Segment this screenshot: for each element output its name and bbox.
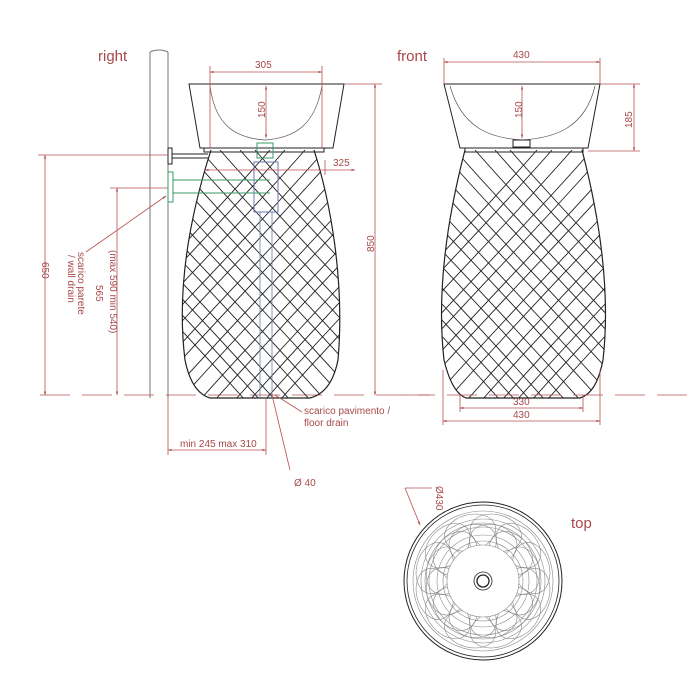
view-title-top: top xyxy=(571,515,592,532)
wall-drain-label-it: scarico parete xyxy=(75,252,86,315)
dimension-lines-front xyxy=(442,58,640,425)
wall-drain-label-en: / wall drain xyxy=(65,255,76,303)
dim-front-bowl-depth: 150 xyxy=(514,101,525,118)
front-view xyxy=(405,58,690,425)
dim-front-base-outer: 430 xyxy=(513,410,530,421)
lattice-body-front xyxy=(441,150,606,398)
floor-drain-label-it: scarico pavimento / xyxy=(304,406,391,417)
dim-front-basin-height: 185 xyxy=(624,111,635,128)
dim-right-bowl-depth: 150 xyxy=(257,101,268,118)
dim-right-total-height: 850 xyxy=(366,235,377,252)
dim-floor-to-outlet: 565 xyxy=(93,285,104,302)
floor-drain-pipe xyxy=(259,212,273,398)
dim-wall-distance: min 245 max 310 xyxy=(180,439,257,450)
dim-front-base-inner: 330 xyxy=(513,397,530,408)
dim-top-diameter: Ø430 xyxy=(433,486,444,511)
drain-hole xyxy=(473,571,493,591)
dim-right-waist-width: 325 xyxy=(333,158,350,169)
basin-right xyxy=(188,83,345,153)
view-title-right: right xyxy=(98,48,128,65)
wall xyxy=(149,49,169,398)
dim-right-basin-width: 305 xyxy=(255,60,272,71)
top-view xyxy=(403,487,563,661)
dim-floor-drain-diameter: Ø 40 xyxy=(294,478,316,489)
dimension-lines-right xyxy=(38,66,382,471)
dim-wall-drain-height: 650 xyxy=(39,262,50,279)
floor-drain-label-en: floor drain xyxy=(304,418,349,429)
trap-pipe xyxy=(167,142,279,213)
lattice-body-right xyxy=(182,150,340,398)
right-view xyxy=(38,49,430,471)
dim-front-top-width: 430 xyxy=(513,50,530,61)
dim-floor-to-outlet-range: (max 590 min 540) xyxy=(107,250,118,334)
wall-drain-pipe xyxy=(167,147,208,165)
view-title-front: front xyxy=(397,48,428,65)
